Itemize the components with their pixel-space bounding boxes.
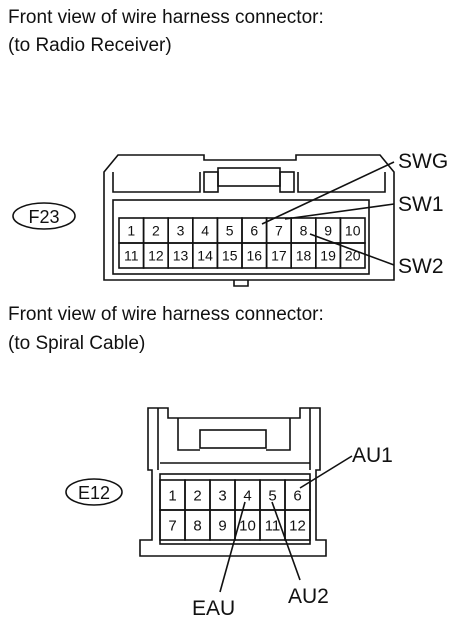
f23-pin-number: 16 xyxy=(247,248,263,264)
f23-pin-number: 7 xyxy=(275,223,283,239)
e12-callout-au1: AU1 xyxy=(352,444,393,467)
f23-caption-line1: Front view of wire harness connector: xyxy=(8,7,324,28)
f23-pin-number: 15 xyxy=(222,248,238,264)
f23-swg-leader xyxy=(261,161,395,225)
e12-pin-cell xyxy=(284,509,311,541)
e12-pin-number: 10 xyxy=(239,517,256,534)
f23-callout-swg: SWG xyxy=(398,150,448,173)
e12-au1-leader xyxy=(299,455,353,489)
e12-au2-leader xyxy=(271,501,301,581)
e12-pin-number: 7 xyxy=(168,517,176,534)
f23-pin-number: 9 xyxy=(324,223,332,239)
f23-code-ellipse xyxy=(12,202,76,230)
e12-code-ellipse xyxy=(65,478,123,506)
f23-pin-number: 6 xyxy=(250,223,258,239)
f23-pin-number: 12 xyxy=(148,248,164,264)
f23-connector-body xyxy=(103,154,395,287)
f23-pin-number: 14 xyxy=(197,248,213,264)
f23-pin-number: 3 xyxy=(177,223,185,239)
e12-code-label: E12 xyxy=(78,483,110,503)
e12-pin-number: 2 xyxy=(193,487,201,504)
f23-callout-sw1: SW1 xyxy=(398,193,444,216)
e12-pin-number: 11 xyxy=(265,517,281,534)
f23-pin-number: 20 xyxy=(345,248,361,264)
e12-pin-number: 8 xyxy=(193,517,201,534)
e12-pin-number: 4 xyxy=(243,487,251,504)
f23-caption-line2: (to Radio Receiver) xyxy=(8,35,172,56)
e12-callout-au2: AU2 xyxy=(288,585,329,608)
f23-pin-cell xyxy=(339,242,366,269)
f23-pin-number: 4 xyxy=(201,223,209,239)
e12-caption-line1: Front view of wire harness connector: xyxy=(8,304,324,325)
e12-callout-eau: EAU xyxy=(192,597,235,620)
f23-pin-number: 2 xyxy=(152,223,160,239)
f23-pin-grid xyxy=(118,217,366,269)
f23-pin-number: 11 xyxy=(124,248,139,264)
f23-pin-number: 18 xyxy=(296,248,312,264)
f23-sw2-leader xyxy=(309,233,395,266)
e12-pin-number: 9 xyxy=(218,517,226,534)
e12-eau-leader xyxy=(219,501,246,593)
f23-pin-number: 17 xyxy=(271,248,287,264)
f23-callout-sw2: SW2 xyxy=(398,255,444,278)
f23-pin-number: 19 xyxy=(320,248,336,264)
e12-pin-grid xyxy=(159,479,311,541)
f23-pin-number: 1 xyxy=(127,223,135,239)
f23-sw1-leader xyxy=(284,203,395,220)
e12-pin-number: 3 xyxy=(218,487,226,504)
f23-pin-number: 5 xyxy=(226,223,234,239)
e12-pin-number: 1 xyxy=(168,487,176,504)
e12-pin-number: 5 xyxy=(268,487,276,504)
f23-code-label: F23 xyxy=(28,207,59,227)
e12-pin-number: 6 xyxy=(293,487,301,504)
e12-caption-line2: (to Spiral Cable) xyxy=(8,333,146,354)
f23-pin-number: 10 xyxy=(345,223,361,239)
e12-pin-number: 12 xyxy=(289,517,306,534)
f23-pin-number: 8 xyxy=(300,223,308,239)
f23-pin-number: 13 xyxy=(173,248,189,264)
